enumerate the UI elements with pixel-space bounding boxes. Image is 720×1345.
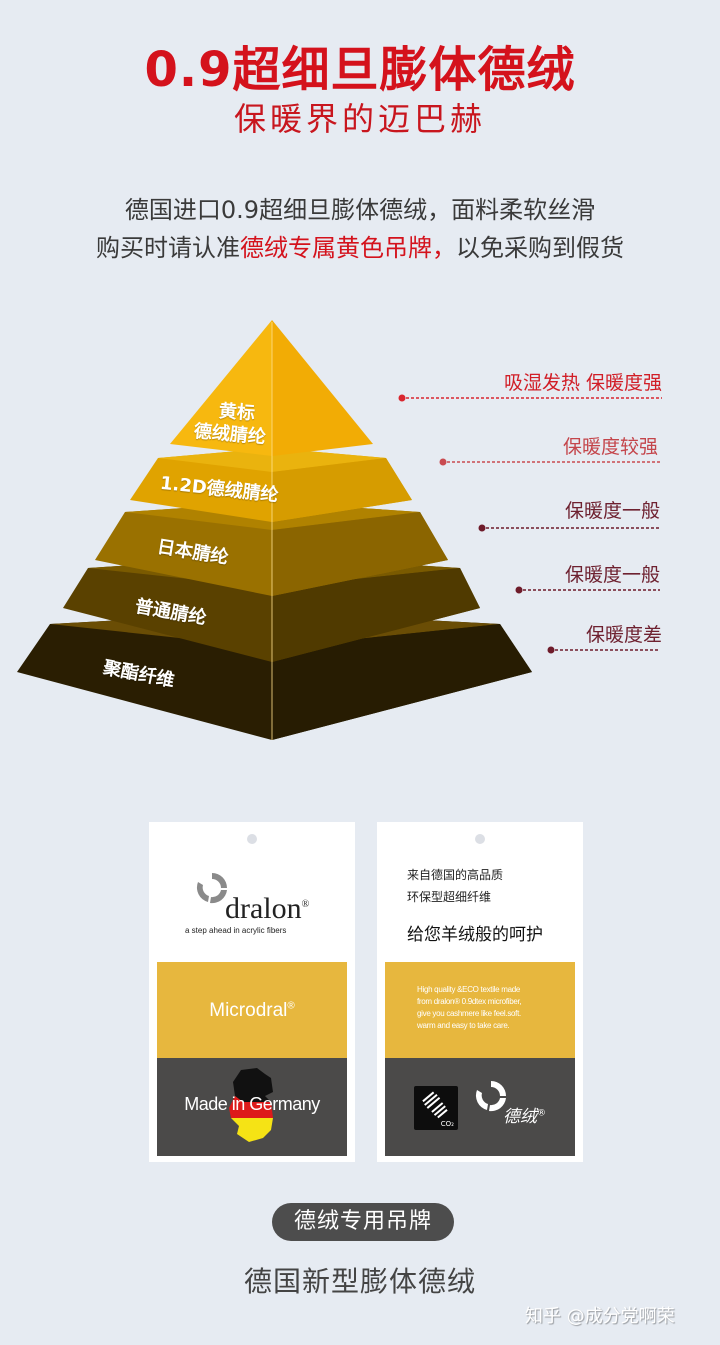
microdral-label: Microdral® (157, 1000, 347, 1022)
tag-dark-panel: CO₂ 德绒® (385, 1058, 575, 1156)
tag-headline: 给您羊绒般的呵护 (407, 925, 543, 945)
tag-yellow-panel: Microdral® (157, 962, 347, 1058)
made-in-germany: Made in Germany (184, 1094, 320, 1114)
microdral-text: Microdral (209, 1000, 288, 1021)
tag-yellow-panel: High quality &ECO textile made from dral… (385, 962, 575, 1058)
english-line: warm and easy to take care. (417, 1021, 510, 1030)
pyramid-tier-1 (170, 320, 373, 456)
pyramid-chart (17, 320, 662, 740)
page-title: 0.9超细旦膨体德绒 (144, 42, 576, 98)
dralon-hang-tag: dralon® a step ahead in acrylic fibers M… (149, 822, 355, 1162)
registered-mark: ® (537, 1108, 546, 1119)
annotation-tier-1: 吸湿发热 保暖度强 (503, 372, 662, 394)
english-line: from dralon® 0.9dtex microfiber, (417, 997, 522, 1006)
registered-mark: ® (287, 1000, 295, 1012)
tag-line-2: 环保型超细纤维 (407, 890, 492, 904)
annotation-tier-3: 保暖度一般 (564, 500, 660, 522)
description-line-2-prefix: 购买时请认准 (96, 234, 240, 262)
germany-flag-map-icon (229, 1068, 273, 1142)
description-line-2: 购买时请认准德绒专属黄色吊牌，以免采购到假货 (0, 228, 720, 263)
english-line: High quality &ECO textile made (417, 985, 521, 994)
tag-hole (247, 834, 257, 844)
watermark: 知乎 @成分党啊荣 (525, 1306, 675, 1327)
page-subtitle: 保暖界的迈巴赫 (233, 100, 486, 138)
dralon-slogan: a step ahead in acrylic fibers (185, 926, 287, 935)
description-line-1: 德国进口0.9超细旦膨体德绒，面料柔软丝滑 (124, 196, 596, 224)
delong-logo-icon (475, 1081, 506, 1112)
tag-dark-panel: Made in Germany (157, 1058, 347, 1156)
description-line-2-suffix: 以免采购到假货 (456, 234, 624, 262)
tag-hole (475, 834, 485, 844)
footprint-icon (422, 1091, 448, 1119)
tag-caption-pill: 德绒专用吊牌 (272, 1203, 454, 1241)
annotation-tier-2: 保暖度较强 (562, 436, 658, 458)
english-line: give you cashmere like feel.soft. (417, 1009, 521, 1018)
description-highlight: 德绒专属黄色吊牌， (240, 234, 456, 262)
co2-label: CO₂ (440, 1120, 454, 1128)
delong-brand-text: 德绒 (503, 1107, 537, 1127)
footer-title: 德国新型膨体德绒 (243, 1265, 476, 1298)
tag-english-text: High quality &ECO textile made from dral… (417, 984, 522, 1032)
annotation-leaders (398, 394, 662, 654)
delong-brand: 德绒® (503, 1102, 546, 1127)
dralon-brand: dralon® (225, 892, 309, 926)
delong-hang-tag: 来自德国的高品质 环保型超细纤维 给您羊绒般的呵护 High quality &… (377, 822, 583, 1162)
dralon-brand-text: dralon (225, 892, 302, 925)
annotation-tier-5: 保暖度差 (585, 624, 662, 646)
tag-line-1: 来自德国的高品质 (407, 868, 504, 882)
co2-footprint-icon: CO₂ (414, 1086, 458, 1130)
dralon-logo-icon (196, 873, 227, 904)
annotation-tier-4: 保暖度一般 (564, 564, 660, 586)
registered-mark: ® (301, 899, 310, 910)
